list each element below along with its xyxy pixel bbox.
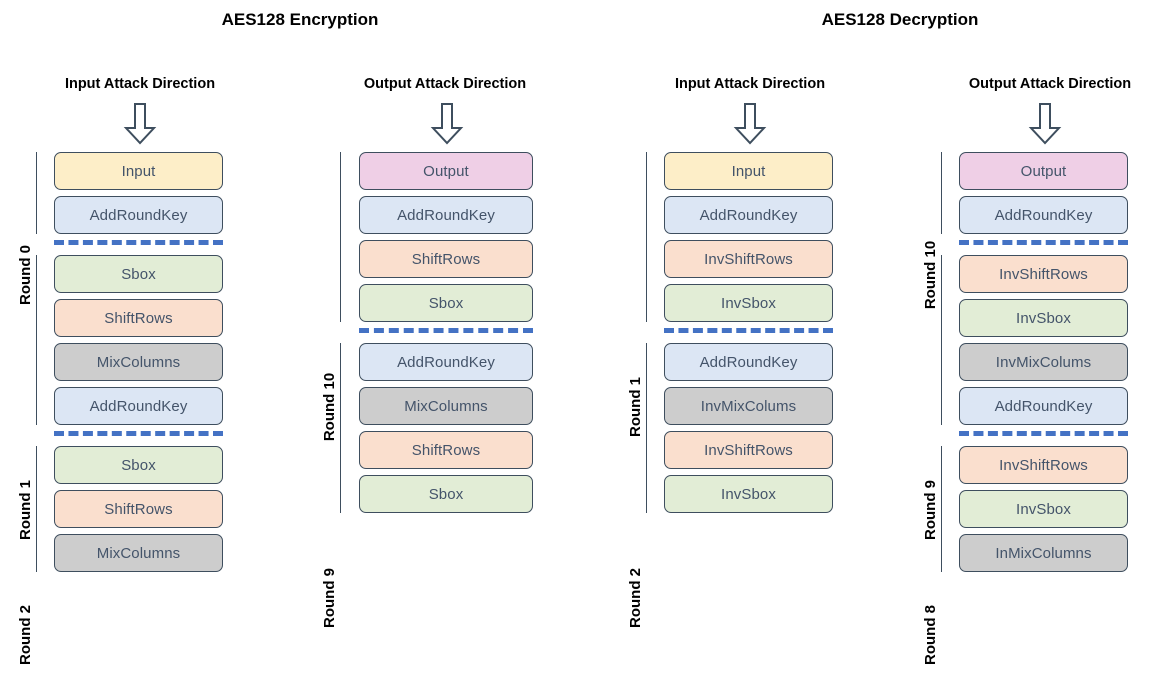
operation-box[interactable]: Input (664, 152, 833, 190)
operation-box[interactable]: InvMixColums (664, 387, 833, 425)
round-separator (959, 431, 1128, 436)
operation-box[interactable]: Sbox (54, 255, 223, 293)
column-heading-dec-input: Input Attack Direction (674, 76, 826, 92)
operation-box[interactable]: ShiftRows (359, 240, 533, 278)
round-separator (54, 240, 223, 245)
down-block-arrow-icon (430, 102, 464, 146)
round-bracket-rule (941, 446, 942, 572)
round-label: Round 9 (922, 480, 939, 540)
round-bracket-rule (941, 152, 942, 234)
operation-box[interactable]: AddRoundKey (664, 343, 833, 381)
column-heading-enc-input: Input Attack Direction (64, 76, 216, 92)
operation-box[interactable]: ShiftRows (54, 490, 223, 528)
operation-box[interactable]: AddRoundKey (959, 196, 1128, 234)
round-label: Round 1 (17, 480, 34, 540)
operation-box[interactable]: AddRoundKey (959, 387, 1128, 425)
round-bracket-rule (36, 255, 37, 425)
operation-box[interactable]: AddRoundKey (359, 343, 533, 381)
round-bracket-rule (340, 152, 341, 322)
operation-box[interactable]: Sbox (359, 475, 533, 513)
operation-box[interactable]: MixColumns (54, 534, 223, 572)
down-block-arrow-icon (733, 102, 767, 146)
round-bracket-rule (36, 152, 37, 234)
operation-box[interactable]: InvSbox (959, 299, 1128, 337)
round-separator (664, 328, 833, 333)
operation-box[interactable]: InvSbox (664, 475, 833, 513)
operation-box[interactable]: MixColumns (54, 343, 223, 381)
decryption-diagram-title: AES128 Decryption (821, 10, 979, 29)
round-label: Round 2 (627, 568, 644, 628)
column-heading-enc-output: Output Attack Direction (363, 76, 527, 92)
round-label: Round 9 (321, 568, 338, 628)
down-block-arrow-icon (123, 102, 157, 146)
operation-box[interactable]: Output (959, 152, 1128, 190)
round-separator (359, 328, 533, 333)
operation-box[interactable]: InvShiftRows (664, 240, 833, 278)
operation-box[interactable]: InvShiftRows (959, 446, 1128, 484)
round-label: Round 2 (17, 605, 34, 665)
operation-box[interactable]: InvMixColums (959, 343, 1128, 381)
round-bracket-rule (340, 343, 341, 513)
encryption-diagram-title: AES128 Encryption (221, 10, 379, 29)
operation-box[interactable]: Output (359, 152, 533, 190)
operation-box[interactable]: Input (54, 152, 223, 190)
round-bracket-rule (941, 255, 942, 425)
operation-box[interactable]: ShiftRows (54, 299, 223, 337)
column-heading-dec-output: Output Attack Direction (968, 76, 1132, 92)
operation-box[interactable]: AddRoundKey (54, 196, 223, 234)
round-label: Round 10 (922, 240, 939, 310)
operation-box[interactable]: InvShiftRows (959, 255, 1128, 293)
operation-box[interactable]: ShiftRows (359, 431, 533, 469)
operation-box[interactable]: InvSbox (664, 284, 833, 322)
operation-box[interactable]: InvShiftRows (664, 431, 833, 469)
round-label: Round 8 (922, 605, 939, 665)
round-label: Round 1 (627, 377, 644, 437)
operation-box[interactable]: AddRoundKey (359, 196, 533, 234)
round-separator (959, 240, 1128, 245)
operation-box[interactable]: InMixColumns (959, 534, 1128, 572)
operation-box[interactable]: AddRoundKey (664, 196, 833, 234)
round-separator (54, 431, 223, 436)
round-label: Round 10 (321, 372, 338, 442)
operation-box[interactable]: AddRoundKey (54, 387, 223, 425)
down-block-arrow-icon (1028, 102, 1062, 146)
round-bracket-rule (646, 152, 647, 322)
round-bracket-rule (36, 446, 37, 572)
operation-box[interactable]: MixColumns (359, 387, 533, 425)
round-label: Round 0 (17, 245, 34, 305)
operation-box[interactable]: Sbox (54, 446, 223, 484)
round-bracket-rule (646, 343, 647, 513)
operation-box[interactable]: Sbox (359, 284, 533, 322)
operation-box[interactable]: InvSbox (959, 490, 1128, 528)
